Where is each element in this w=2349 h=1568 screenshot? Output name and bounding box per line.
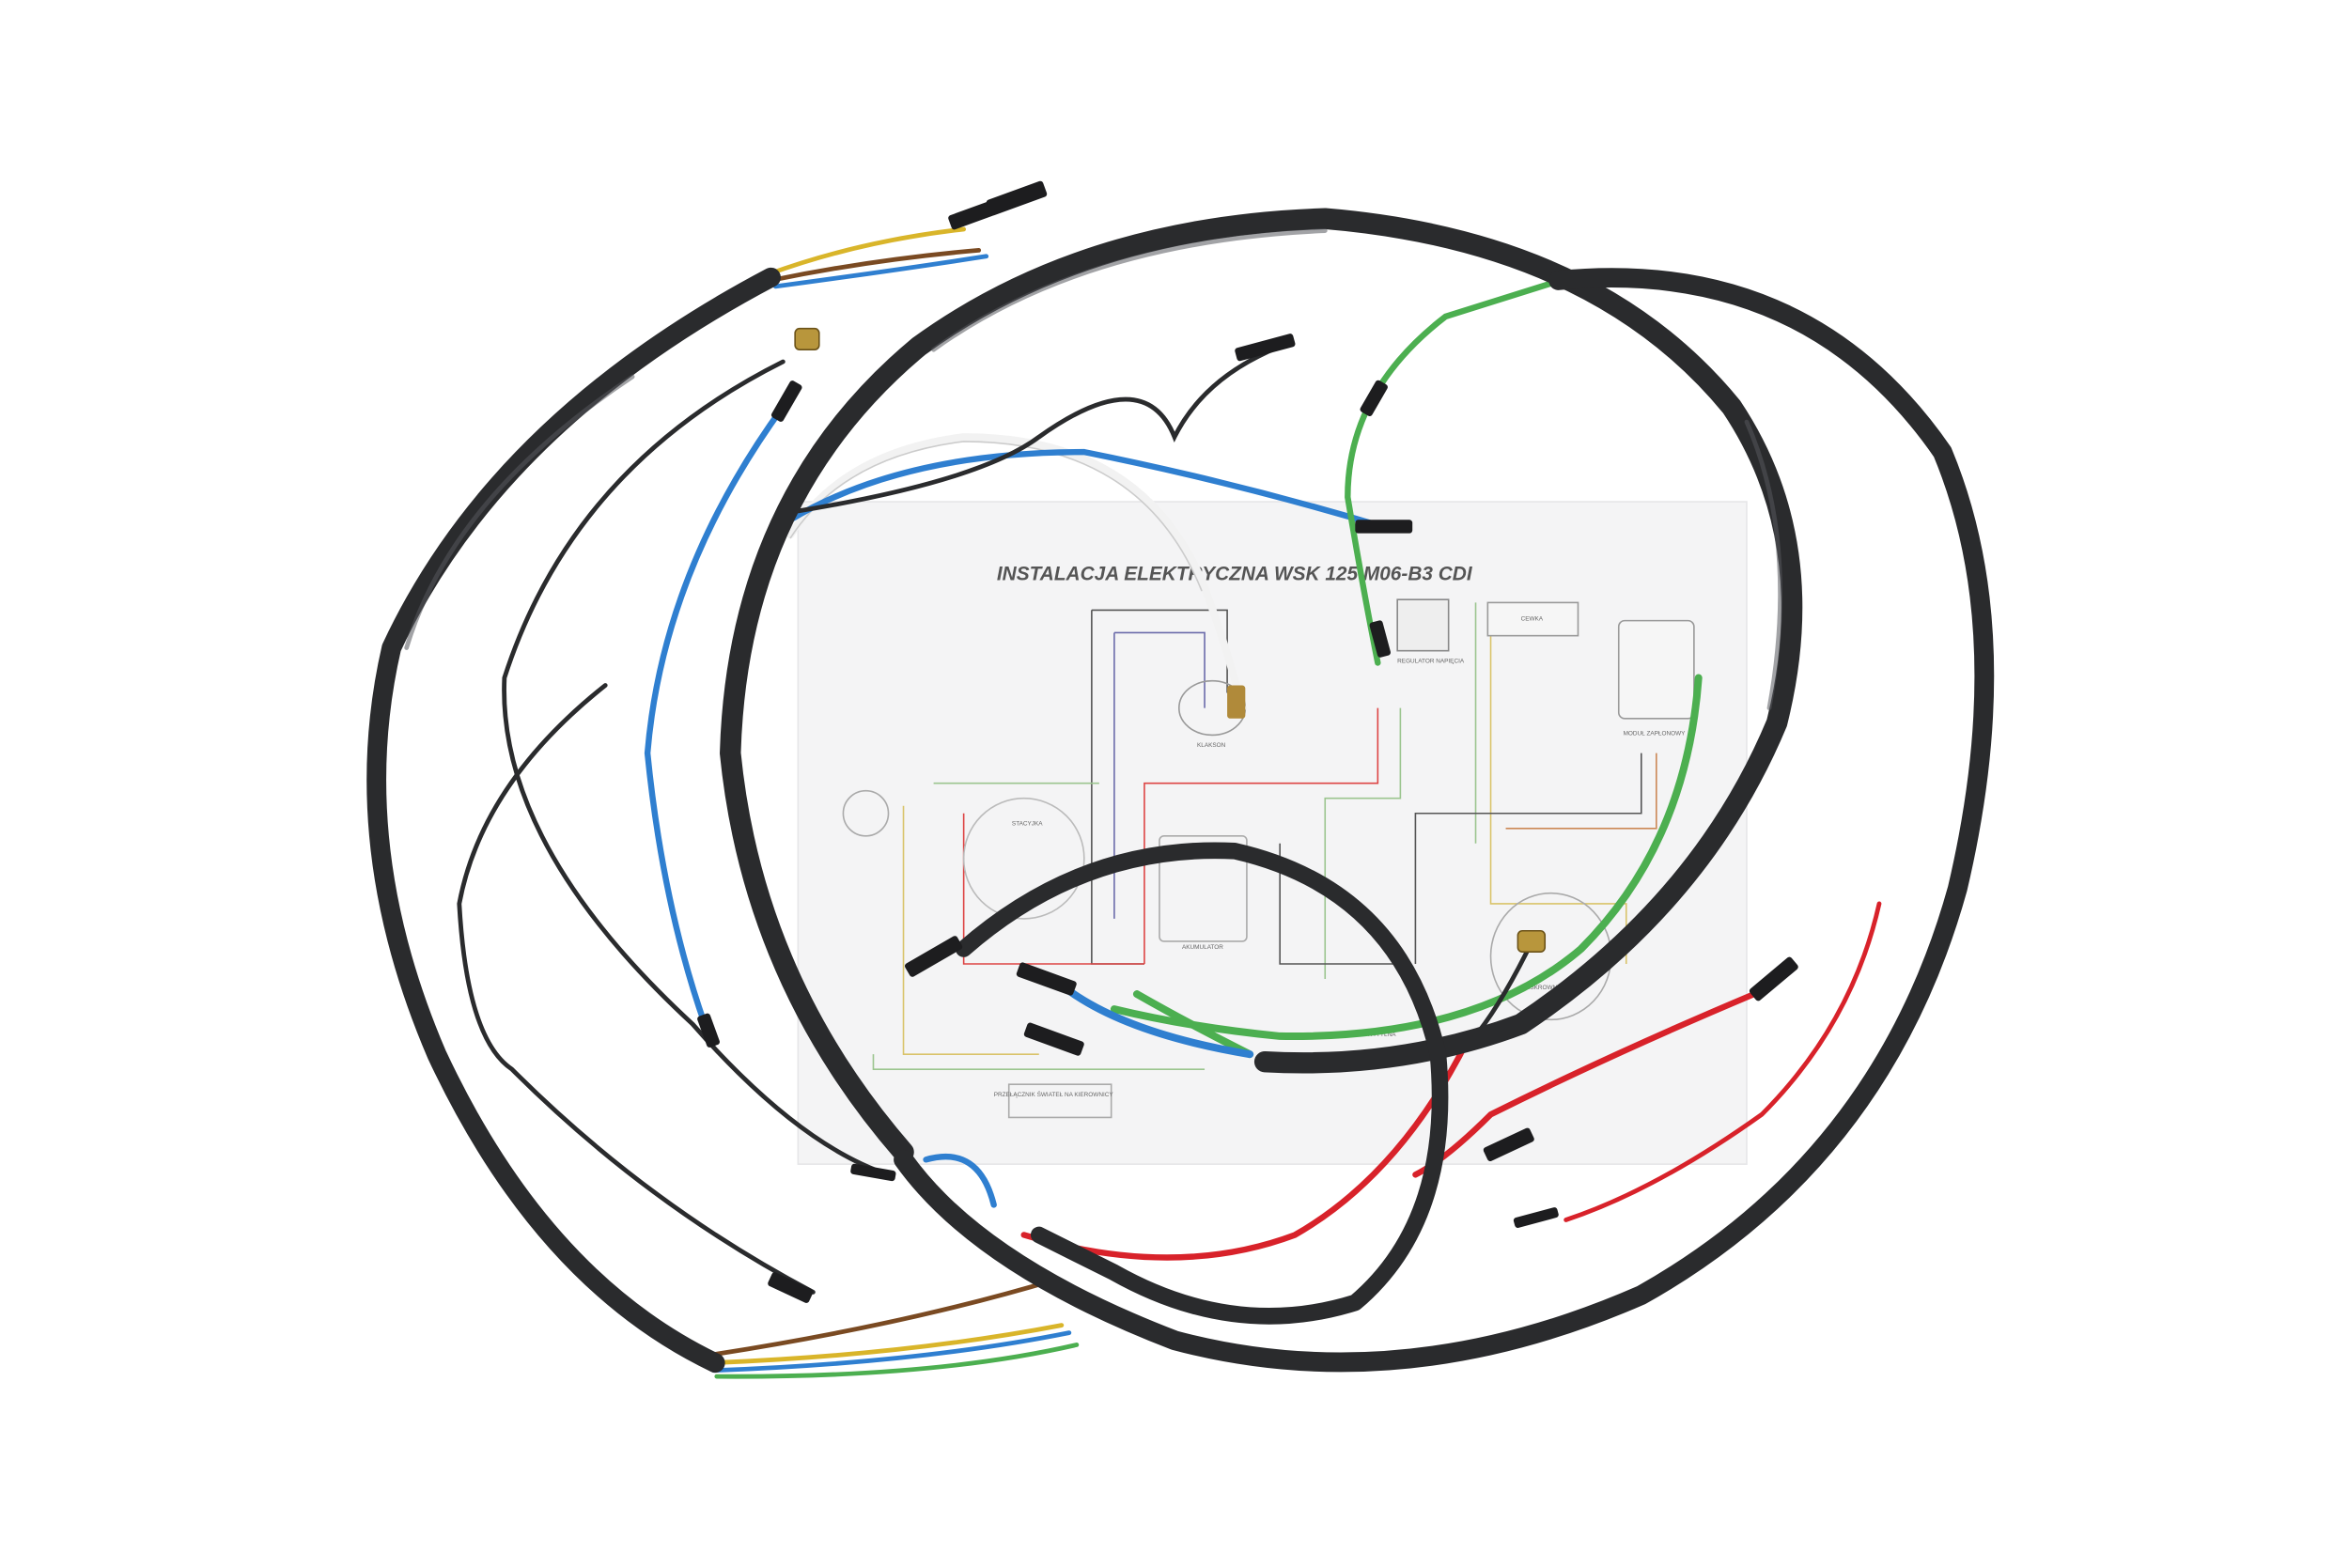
label-handlebar-switch: PRZEŁĄCZNIK ŚWIATEŁ NA KIEROWNICY — [994, 1090, 1114, 1098]
label-battery: AKUMULATOR — [1182, 944, 1223, 951]
label-coil: CEWKA — [1521, 616, 1544, 623]
connectors — [697, 180, 1798, 1303]
inner-arc-cable — [955, 842, 1449, 1325]
schematic-sheet: INSTALACJA ELEKTRYCZNA WSK 125 M06-B3 CD… — [797, 501, 1748, 1165]
label-regulator: REGULATOR NAPIĘCIA — [1397, 658, 1465, 664]
harness-cables — [366, 208, 1995, 1374]
schematic-title: INSTALACJA ELEKTRYCZNA WSK 125 M06-B3 CD… — [997, 563, 1473, 584]
outer-loop-cable — [894, 268, 1995, 1373]
label-ignition-module: MODUŁ ZAPŁONOWY — [1624, 730, 1687, 737]
label-magneto: ISKROWNIK — [1529, 985, 1563, 991]
main-loop-cable — [720, 208, 1803, 1163]
left-loop-cable — [366, 267, 781, 1374]
schematic-lines — [842, 598, 1695, 1119]
label-horn: KLAKSON — [1197, 742, 1226, 749]
label-ignition-switch: STACYJKA — [1012, 821, 1043, 828]
